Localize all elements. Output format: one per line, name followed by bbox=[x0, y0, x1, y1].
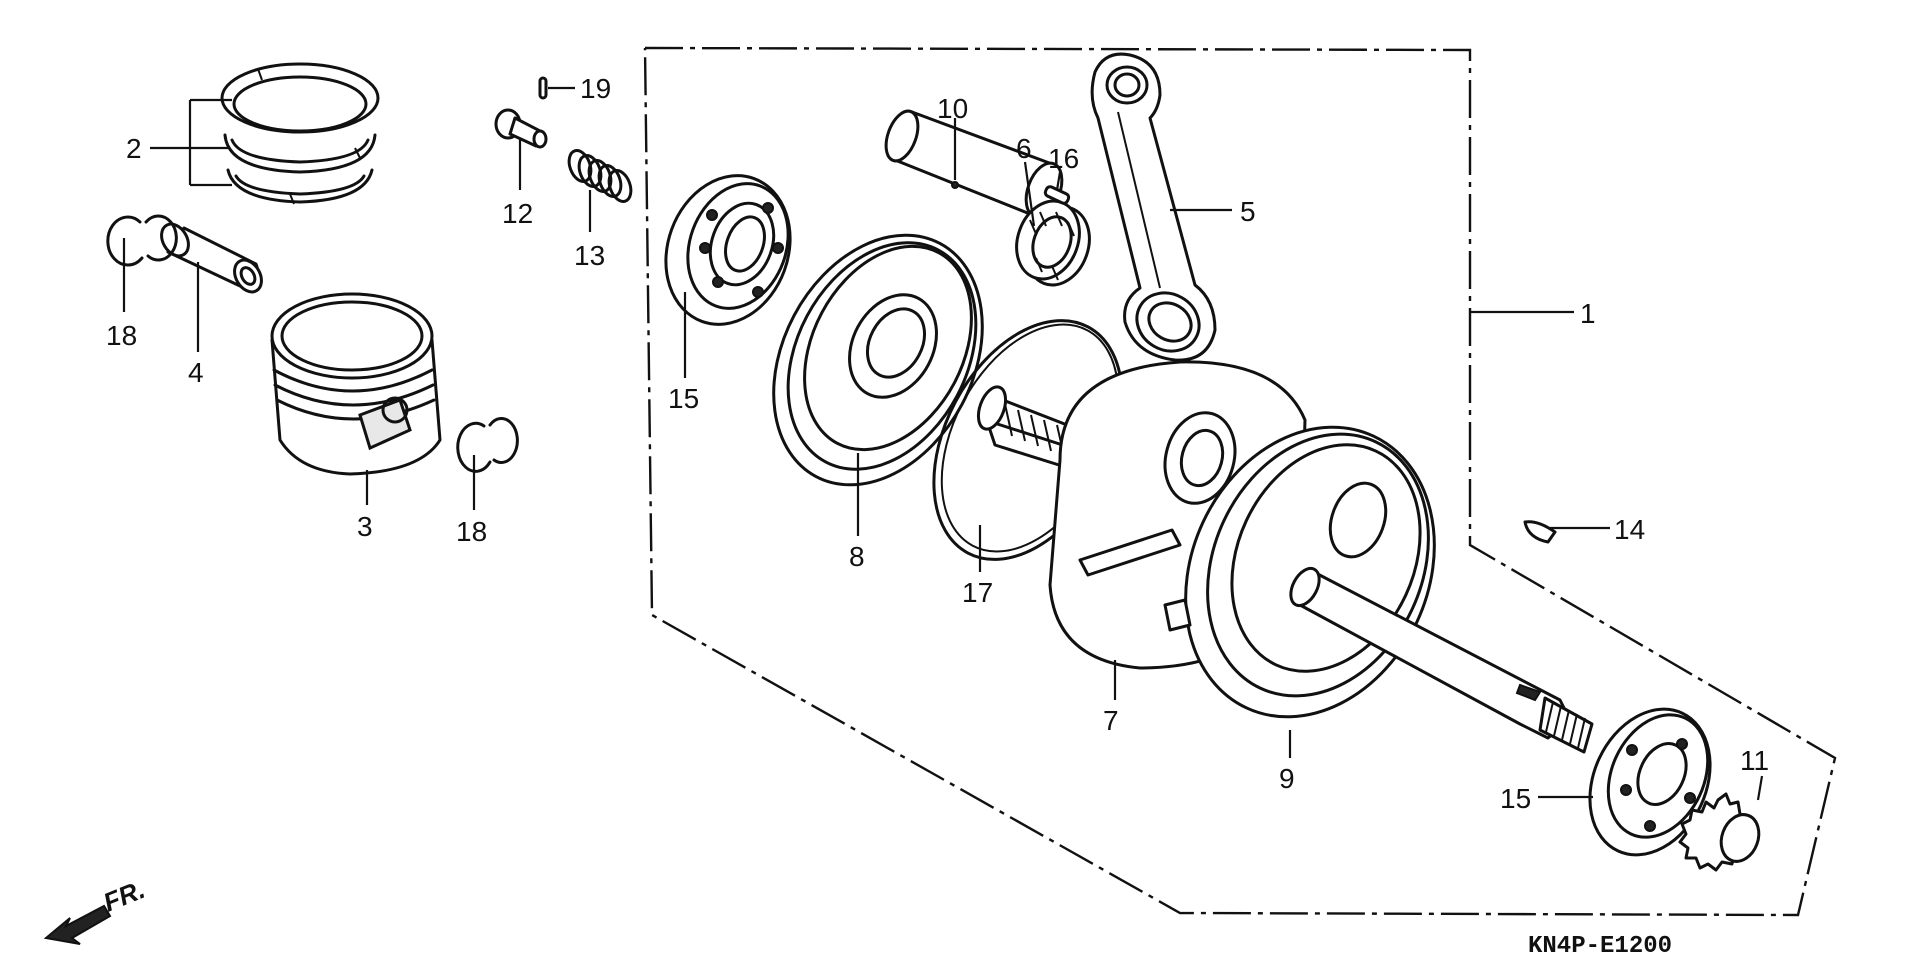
drawing-code: KN4P-E1200 bbox=[1528, 933, 1672, 959]
callout-3: 3 bbox=[357, 511, 373, 542]
piston-pin-clip-left bbox=[106, 214, 178, 267]
callout-1: 1 bbox=[1580, 298, 1596, 329]
callout-12: 12 bbox=[502, 198, 533, 229]
callout-8: 8 bbox=[849, 541, 865, 572]
callout-19: 19 bbox=[580, 73, 611, 104]
callout-numbers: 1 2 3 4 5 6 7 8 9 10 11 12 13 14 15 15 1… bbox=[106, 73, 1769, 814]
callout-18-left: 18 bbox=[106, 320, 137, 351]
timing-sprocket bbox=[1678, 792, 1761, 872]
piston-pin bbox=[160, 222, 263, 294]
callout-16: 16 bbox=[1048, 143, 1079, 174]
piston-pin-clip-right bbox=[456, 417, 519, 473]
woodruff-key bbox=[1523, 520, 1557, 544]
callout-11: 11 bbox=[1740, 745, 1769, 776]
callout-6: 6 bbox=[1016, 133, 1032, 164]
callout-10: 10 bbox=[937, 93, 968, 124]
tensioner-bolt bbox=[494, 108, 548, 149]
piston bbox=[270, 292, 442, 476]
callout-9: 9 bbox=[1279, 763, 1295, 794]
callout-4: 4 bbox=[188, 357, 204, 388]
crank-bearing-left bbox=[664, 174, 792, 326]
leader-lines bbox=[122, 86, 1764, 801]
callout-7: 7 bbox=[1103, 705, 1119, 736]
callout-2: 2 bbox=[126, 133, 142, 164]
connecting-rod bbox=[1090, 52, 1217, 362]
assembly-boundary bbox=[643, 46, 1837, 917]
dowel-pin-19 bbox=[538, 76, 548, 100]
callout-5: 5 bbox=[1240, 196, 1256, 227]
callout-15-right: 15 bbox=[1500, 783, 1531, 814]
callout-14: 14 bbox=[1614, 514, 1645, 545]
crankshaft-output-shaft bbox=[1289, 566, 1594, 754]
dowel-pin-16 bbox=[1043, 185, 1071, 205]
piston-rings bbox=[220, 62, 380, 205]
crank-bearing-right bbox=[1588, 707, 1712, 857]
callout-15-left: 15 bbox=[668, 383, 699, 414]
callout-13: 13 bbox=[574, 240, 605, 271]
callout-17: 17 bbox=[962, 577, 993, 608]
tensioner-spring bbox=[567, 149, 633, 203]
front-direction-arrow-icon: FR. bbox=[43, 874, 149, 945]
callout-18-right: 18 bbox=[456, 516, 487, 547]
